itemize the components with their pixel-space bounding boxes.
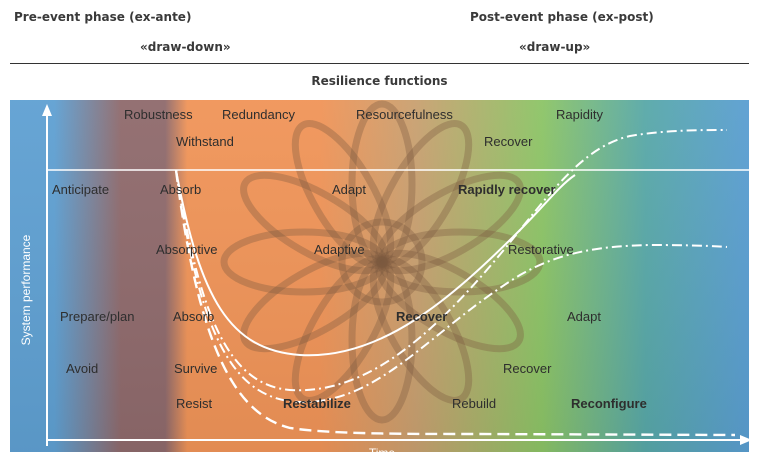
label-restabilize: Restabilize [283, 396, 351, 411]
label-prepare-plan: Prepare/plan [60, 309, 134, 324]
rosette-petal [240, 249, 389, 353]
label-anticipate: Anticipate [52, 182, 109, 197]
rosette-petal [375, 249, 524, 353]
label-adapt-1: Adapt [332, 182, 366, 197]
draw-up-label: «draw-up» [519, 40, 591, 54]
rosette-petal [348, 256, 416, 424]
label-withstand: Withstand [176, 134, 234, 149]
label-rapidity: Rapidity [556, 107, 603, 122]
label-absorb-2: Absorb [173, 309, 214, 324]
label-survive: Survive [174, 361, 217, 376]
label-recover-top: Recover [484, 134, 533, 149]
rosette-petal [376, 228, 544, 296]
label-adaptive: Adaptive [314, 242, 365, 257]
label-rapidly-recover: Rapidly recover [458, 182, 556, 197]
label-resist: Resist [176, 396, 213, 411]
label-resourcefulness: Resourcefulness [356, 107, 453, 122]
rosette-petal [375, 171, 524, 275]
y-axis-arrow [42, 104, 52, 116]
rosette-petal [369, 255, 473, 404]
label-adapt-2: Adapt [567, 309, 601, 324]
x-axis-label: Time [369, 446, 396, 460]
rosette-center [338, 218, 426, 306]
x-axis-arrow [740, 435, 752, 445]
performance-curve-dashed-collapse [174, 169, 736, 437]
label-rebuild: Rebuild [452, 396, 496, 411]
rosette-petal [240, 171, 389, 275]
label-recover-mid: Recover [396, 309, 447, 324]
label-absorb-1: Absorb [160, 182, 201, 197]
label-avoid: Avoid [66, 361, 98, 376]
rosette-petal [220, 228, 388, 296]
label-reconfigure: Reconfigure [571, 396, 647, 411]
resilience-functions-title: Resilience functions [311, 74, 448, 88]
rosette-petal [348, 100, 416, 268]
label-robustness: Robustness [124, 107, 193, 122]
pre-event-phase-label: Pre-event phase (ex-ante) [14, 10, 192, 24]
performance-curve-dashdot-high [175, 129, 728, 392]
y-axis-label: System performance [19, 234, 33, 345]
post-event-phase-label: Post-event phase (ex-post) [470, 10, 654, 24]
rosette-petal [291, 120, 395, 269]
label-recover-low: Recover [503, 361, 552, 376]
rosette-petal [369, 120, 473, 269]
label-redundancy: Redundancy [222, 107, 295, 122]
performance-curve-dashdot-low [175, 169, 728, 404]
rosette-ornament [220, 100, 544, 424]
performance-curve-solid [175, 169, 576, 357]
label-restorative: Restorative [508, 242, 574, 257]
draw-down-label: «draw-down» [140, 40, 231, 54]
label-absorptive: Absorptive [156, 242, 217, 257]
